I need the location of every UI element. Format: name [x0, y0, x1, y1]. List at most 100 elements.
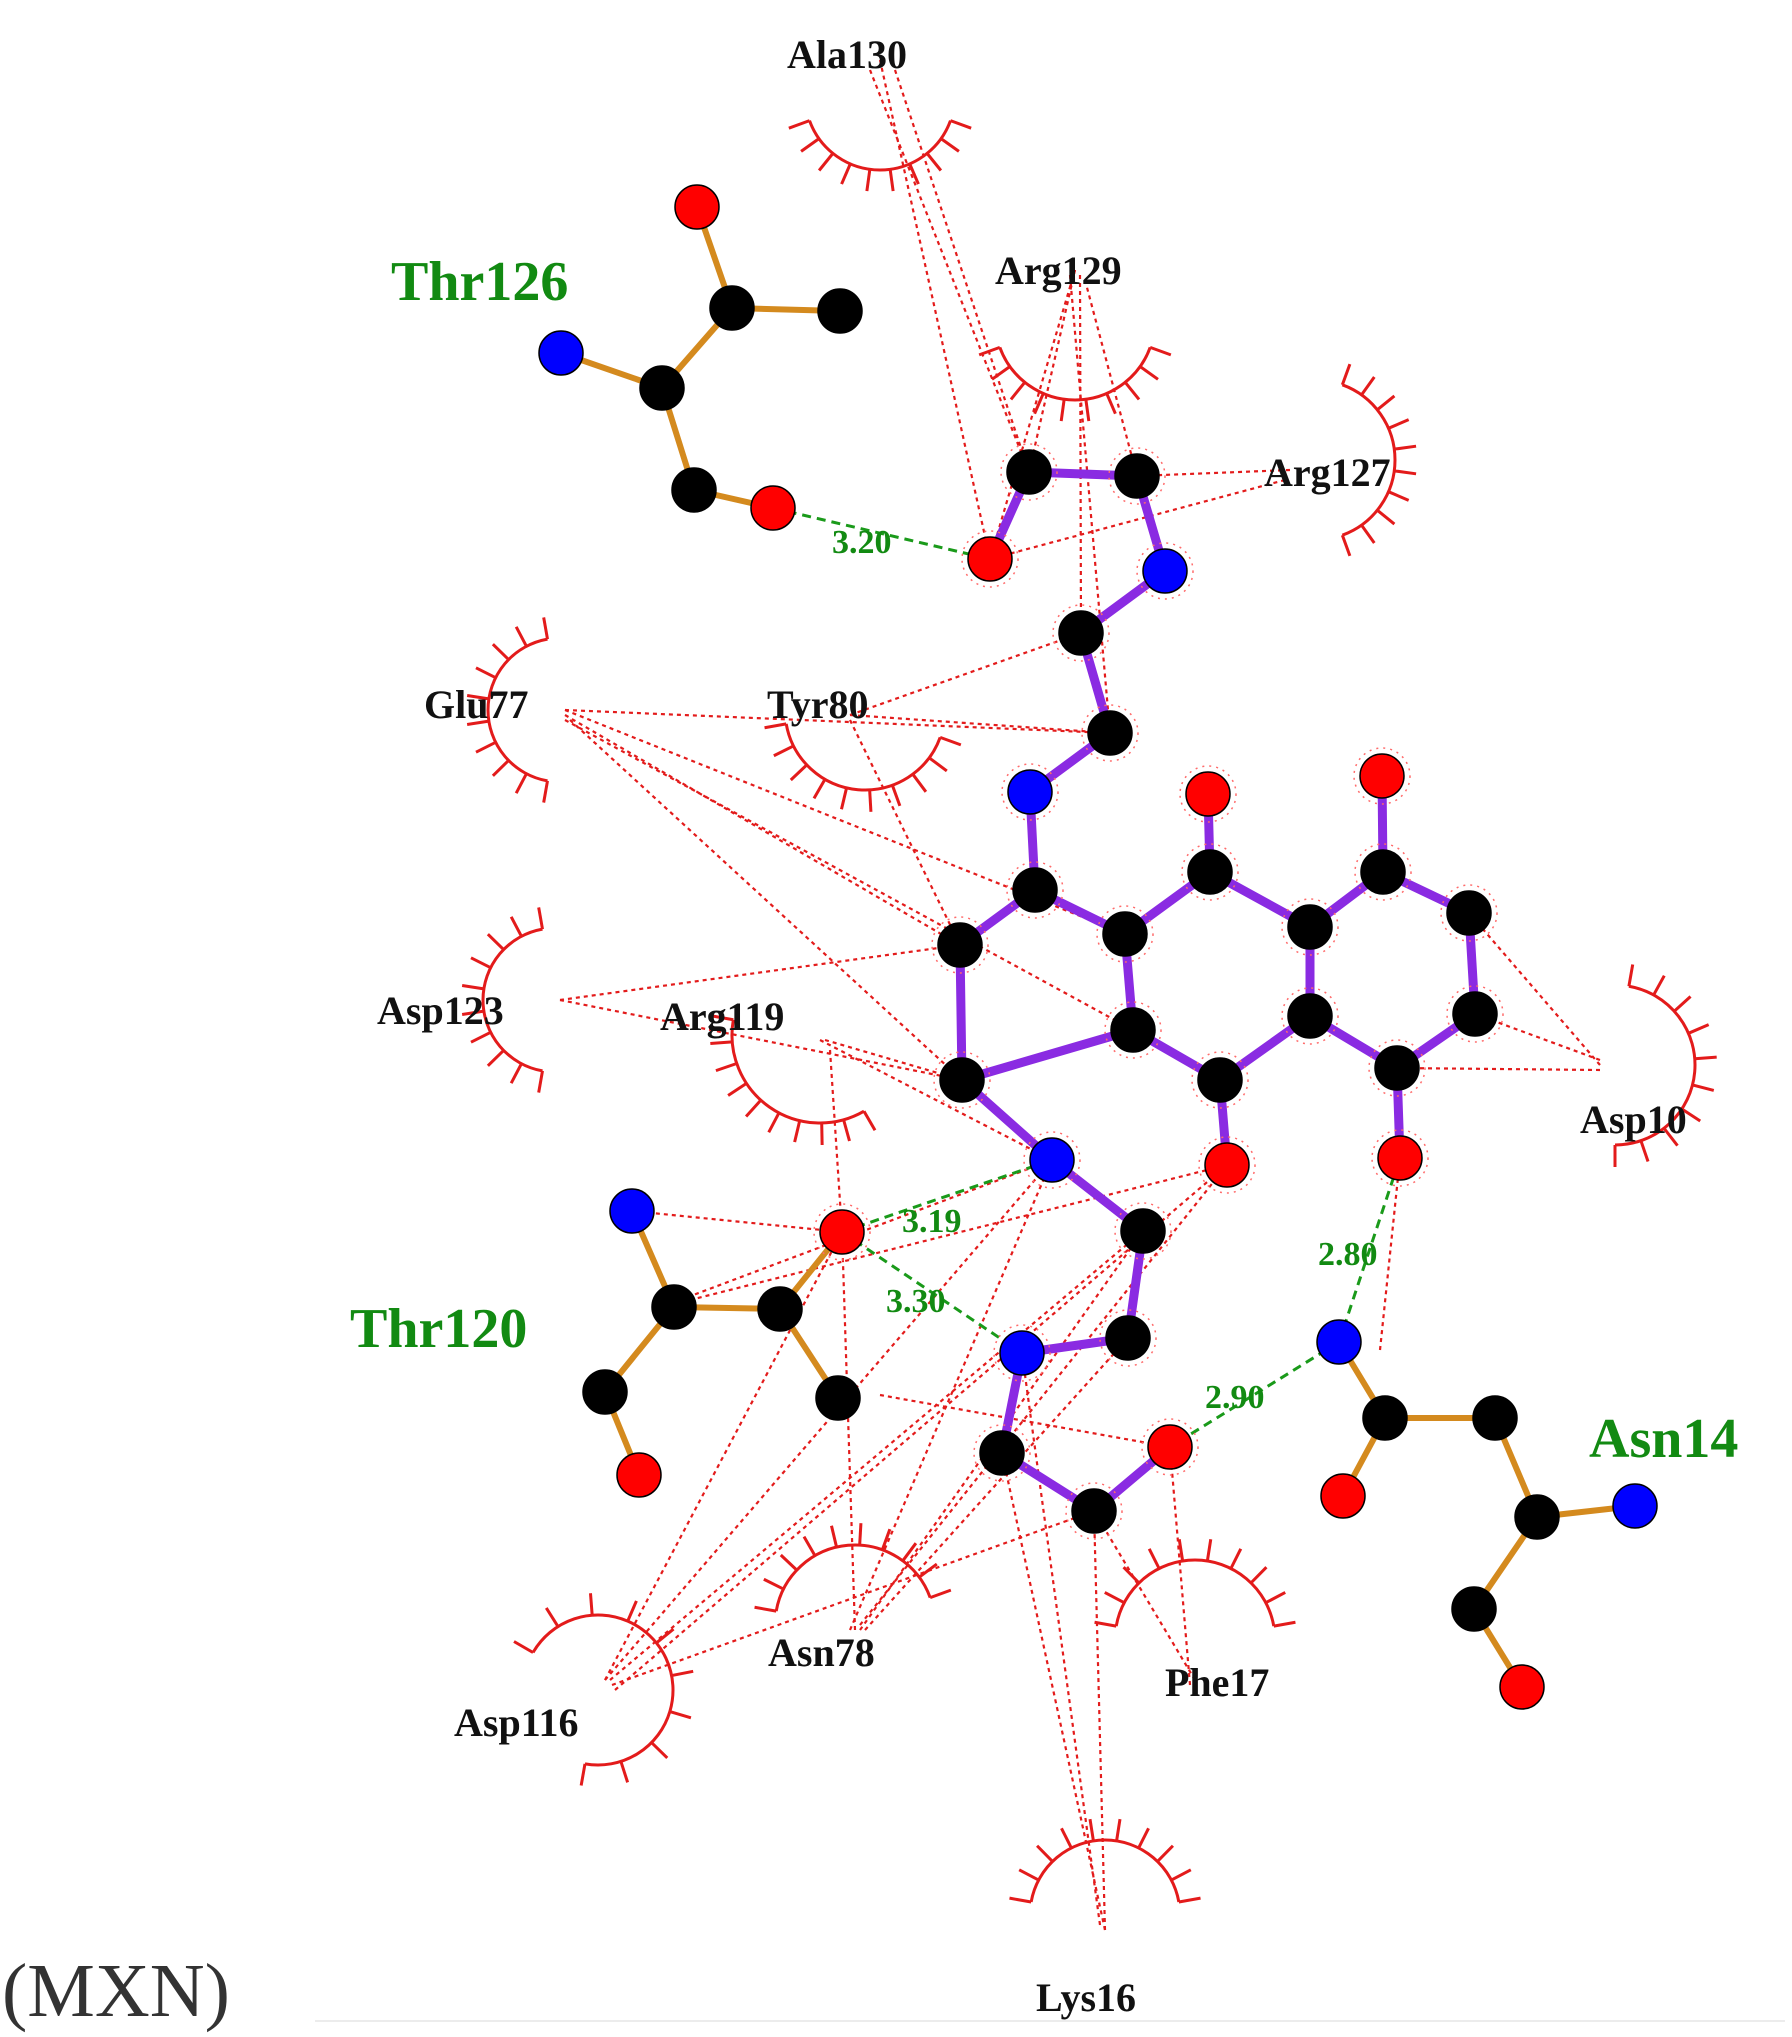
hydrophobic-tick — [978, 345, 1001, 357]
residue-label-asp10: Asp10 — [1580, 1097, 1687, 1142]
hydrophobic-tick — [588, 1593, 594, 1616]
residue-label-thr126: Thr126 — [391, 251, 568, 313]
hydrophobic-tick — [1273, 1620, 1296, 1628]
hydrophobic-tick — [840, 163, 852, 185]
hydrophobic-contact-line — [1168, 1446, 1192, 1686]
nitrogen-atom — [999, 1330, 1045, 1376]
hydrophobic-arc — [531, 1613, 675, 1767]
hydrophobic-tick — [514, 626, 528, 647]
hydrophobic-contacts — [559, 59, 1601, 1931]
atom-contact-aura — [973, 1424, 1031, 1482]
hydrophobic-tick — [491, 643, 510, 661]
hydrophobic-tick — [1229, 1548, 1243, 1570]
hydrophobic-tick — [862, 1110, 877, 1132]
hydrophobic-tick — [1149, 345, 1172, 357]
hydrophobic-contact-line — [819, 1039, 1053, 1161]
hbond-distance-label: 3.20 — [832, 524, 892, 561]
residue-label-asp116: Asp116 — [454, 1700, 579, 1745]
hydrophobic-tick — [650, 1741, 669, 1759]
hydrophobic-contact-line — [1020, 1352, 1102, 1926]
carbon-atom — [817, 288, 863, 334]
hydrophobic-arc — [481, 927, 543, 1073]
hydrophobic-tick — [537, 907, 544, 930]
hydrophobic-arc — [1614, 984, 1697, 1147]
oxygen-atom — [616, 1452, 662, 1498]
carbon-atom — [1452, 991, 1498, 1037]
residue-label-glu77: Glu77 — [424, 682, 528, 727]
residue-label-asn78: Asn78 — [768, 1630, 875, 1675]
hydrophobic-contact-line — [864, 1337, 1129, 1631]
hydrophobic-tick — [890, 784, 902, 807]
hydrogen-bond-line — [841, 1158, 1053, 1234]
hydrophobic-contact-line — [1396, 1066, 1601, 1072]
hydrophobic-tick — [475, 666, 497, 680]
hydrophobic-tick — [1340, 534, 1352, 557]
carbon-atom — [757, 1286, 803, 1332]
hydrophobic-tick — [461, 983, 485, 991]
nitrogen-atom — [1007, 769, 1053, 815]
atom-contact-aura — [1368, 1039, 1426, 1097]
hydrophobic-contact-line — [849, 713, 1111, 735]
hydrophobic-contact-line — [840, 1231, 857, 1631]
hydrophobic-tick — [1147, 1548, 1161, 1570]
hydrophobic-tick — [802, 1535, 817, 1557]
hydrophobic-tick — [491, 759, 510, 777]
hydrophobic-tick — [1639, 1140, 1650, 1162]
hydrophobic-tick — [1084, 399, 1091, 422]
hydrophobic-tick — [655, 1627, 675, 1645]
hydrophobic-contact-line — [1378, 1157, 1402, 1351]
hydrophobic-contact-line — [893, 69, 1031, 473]
hydrophobic-tick — [830, 1525, 839, 1548]
oxygen-atom — [1320, 1473, 1366, 1519]
hydrophobic-tick — [1124, 381, 1141, 401]
residue-label-arg129: Arg129 — [995, 248, 1122, 293]
hydrophobic-tick — [711, 1014, 734, 1022]
hydrophobic-tick — [789, 763, 808, 782]
oxygen-atom — [1359, 753, 1405, 799]
hydrophobic-tick — [1627, 964, 1635, 987]
carbon-atom — [1360, 849, 1406, 895]
hydrophobic-tick — [509, 916, 523, 937]
carbon-atom — [651, 1284, 697, 1330]
hydrophobic-tick — [817, 152, 835, 172]
covalent-bonds — [558, 204, 1638, 1690]
hydrophobic-tick — [918, 1562, 938, 1579]
hydrophobic-tick — [1387, 418, 1410, 430]
hydrophobic-tick — [949, 119, 972, 130]
hydrophobic-tick — [773, 744, 795, 758]
hydrophobic-tick — [767, 1112, 781, 1134]
carbon-atom — [939, 1057, 985, 1103]
carbon-atom — [1197, 1057, 1243, 1103]
carbon-atom — [1120, 1208, 1166, 1254]
atom-contact-aura — [1052, 604, 1110, 662]
hydrophobic-tick — [1115, 1818, 1122, 1842]
figure-caption: (MXN) — [2, 1949, 230, 2033]
carbon-atom — [671, 467, 717, 513]
atom-contact-aura — [813, 1203, 871, 1261]
hydrophobic-tick — [1060, 1827, 1073, 1849]
hydrophobic-tick — [800, 137, 820, 153]
hydrophobic-tick — [940, 137, 960, 153]
atom-contact-aura — [1000, 443, 1058, 501]
atom-contact-aura — [1191, 1051, 1249, 1109]
hydrophobic-tick — [1009, 381, 1026, 401]
carbon-atom — [1287, 993, 1333, 1039]
hydrophobic-tick — [1360, 524, 1376, 544]
atom-contact-aura — [931, 916, 989, 974]
residue-label-phe17: Phe17 — [1165, 1660, 1269, 1705]
hydrophobic-contact-line — [564, 708, 1111, 735]
hydrophobic-contact-line — [679, 1158, 1053, 1302]
carbon-atom — [815, 1375, 861, 1421]
hbond-distance-label: 2.90 — [1205, 1379, 1265, 1416]
residue-label-asn14: Asn14 — [1589, 1408, 1738, 1470]
hydrophobic-contact-line — [868, 69, 1031, 473]
carbon-atom — [1287, 904, 1333, 950]
hydrophobic-tick — [1687, 1023, 1710, 1035]
nitrogen-atom — [1612, 1483, 1658, 1529]
hydrophobic-tick — [1692, 1083, 1715, 1092]
carbon-atom — [709, 285, 755, 331]
ligand-bond — [957, 1025, 1138, 1085]
hydrophobic-tick — [1205, 1538, 1213, 1562]
hydrophobic-tick — [865, 169, 872, 192]
residue-label-lys16: Lys16 — [1036, 1975, 1136, 2020]
